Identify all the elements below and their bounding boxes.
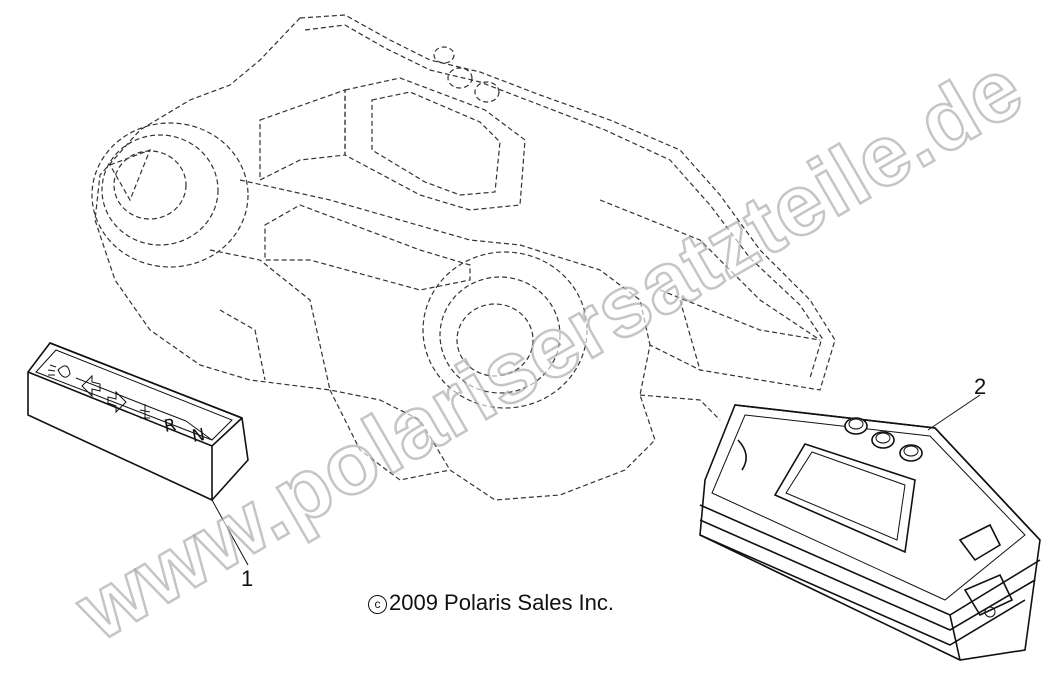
copyright-icon: c xyxy=(368,595,387,614)
parking-light-icon xyxy=(139,404,151,419)
reverse-symbol: R xyxy=(163,415,178,437)
headlight-icon xyxy=(47,364,71,378)
instrument-cluster xyxy=(699,404,1041,661)
pod-housing-outline xyxy=(91,14,836,501)
copyright-text: 2009 Polaris Sales Inc. xyxy=(389,590,615,615)
switch-panel: R N xyxy=(27,342,249,501)
turn-left-arrow-icon xyxy=(81,374,101,398)
turn-right-arrow-icon xyxy=(107,390,127,414)
leader-line-2 xyxy=(927,394,981,431)
callout-1: 1 xyxy=(241,566,254,591)
callout-2: 2 xyxy=(974,374,987,399)
leader-line-1 xyxy=(211,499,249,566)
neutral-symbol: N xyxy=(191,425,207,447)
